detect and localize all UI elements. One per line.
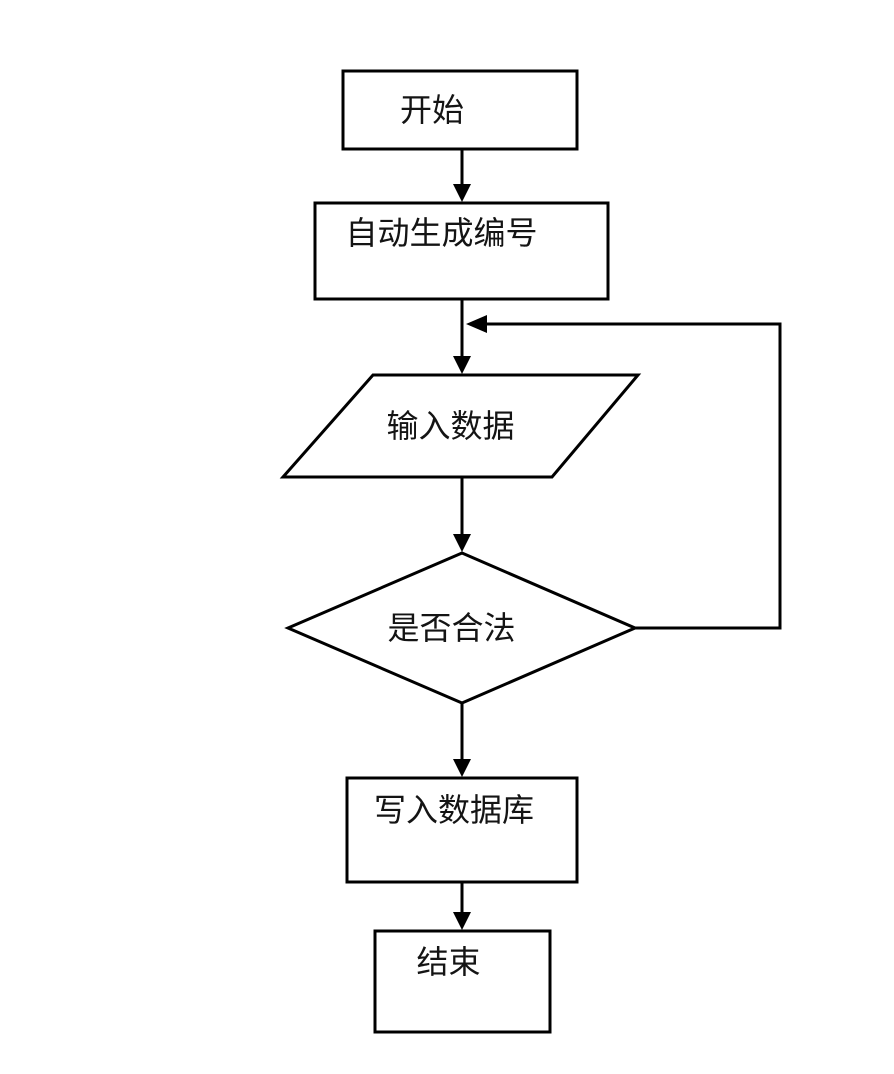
node-shape-end [373,929,552,1034]
arrowheads [453,184,487,930]
edge-decision-loopback [486,322,782,630]
node-shape-is-valid-diamond [284,551,639,705]
arrowhead-into-autogen-icon [453,184,471,202]
arrowhead-into-write-icon [453,759,471,777]
arrowhead-into-decision-icon [453,534,471,552]
node-shape-input-data-parallelogram [279,373,642,479]
flowchart-edges [460,149,782,913]
arrowhead-into-end-icon [453,912,471,930]
node-shape-auto-generate-number [313,201,610,301]
arrowhead-loopback-left-icon [466,315,487,333]
node-shape-write-to-database [345,776,579,884]
node-shape-start [341,69,579,151]
arrowhead-into-input-icon [453,356,471,374]
node-shapes [279,69,642,1034]
